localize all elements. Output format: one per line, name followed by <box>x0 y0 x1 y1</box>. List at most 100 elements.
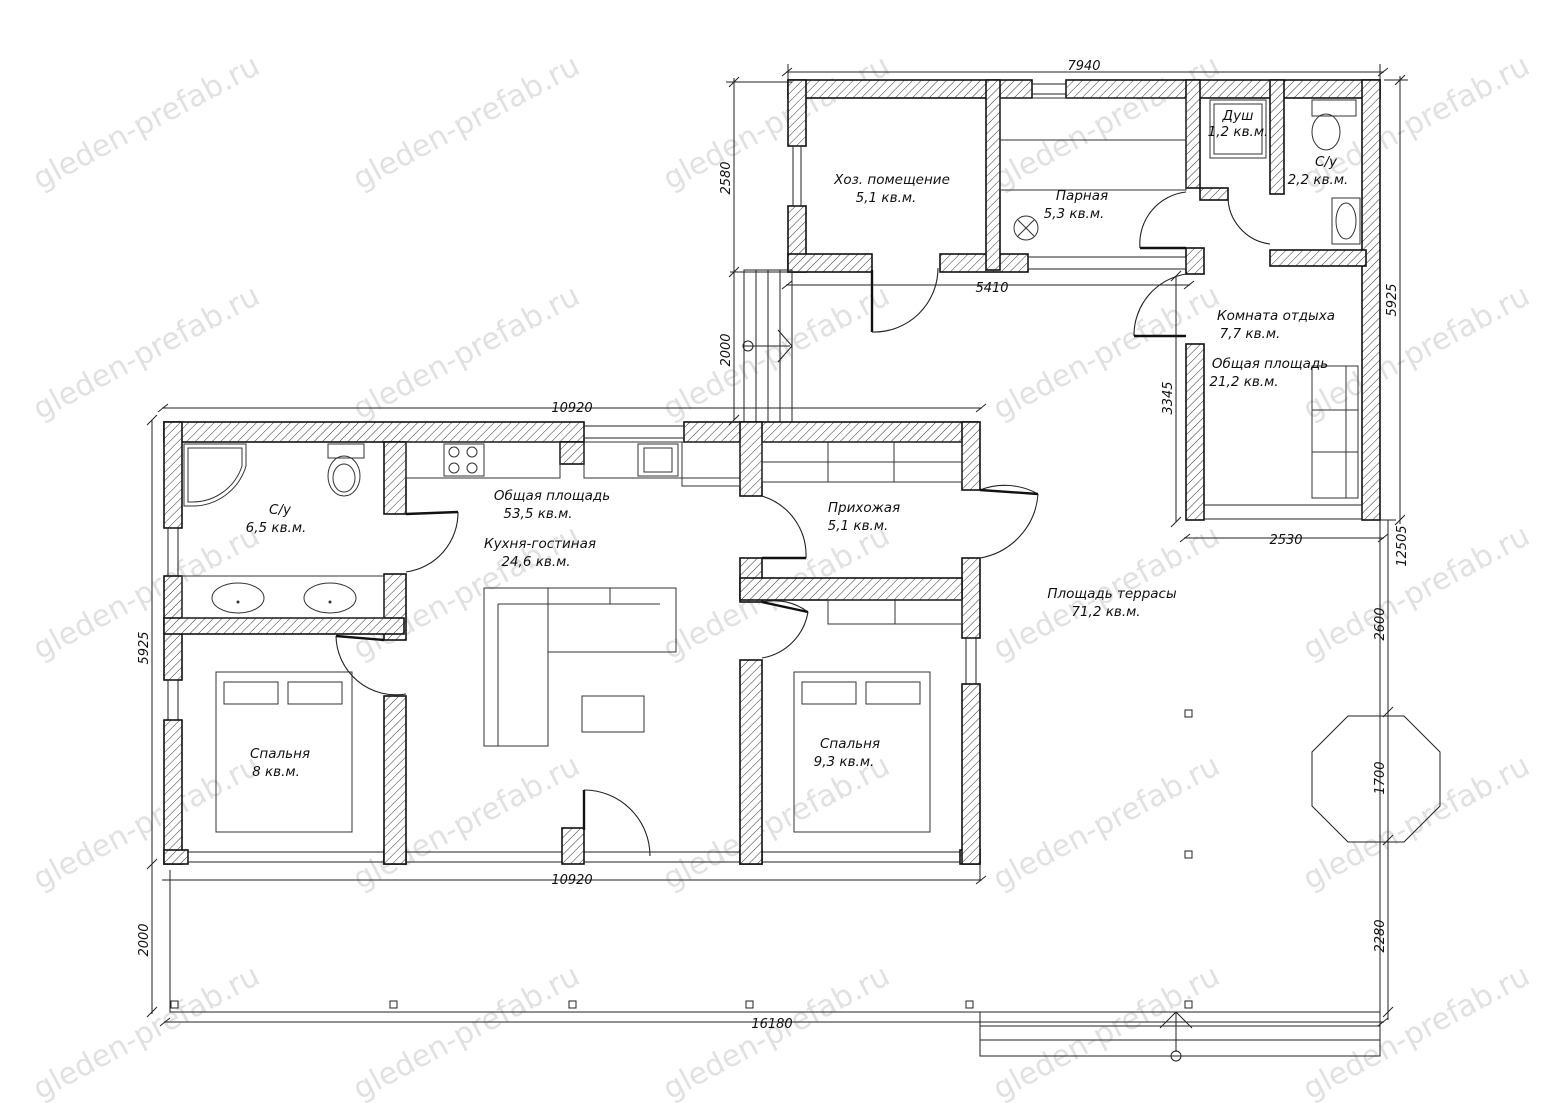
wall <box>739 577 963 601</box>
corner-sofa <box>483 587 677 747</box>
shower-tray-icon <box>1209 99 1267 159</box>
wall <box>739 421 763 497</box>
house-doors <box>335 484 1039 857</box>
banya-fixtures <box>999 97 1361 499</box>
room-name: Кухня-гостиная <box>484 536 596 552</box>
toilet-icon <box>327 443 365 459</box>
wall <box>961 683 981 865</box>
dim-label: 2280 <box>1373 919 1388 952</box>
house-fixtures <box>181 441 963 833</box>
window <box>1203 504 1363 520</box>
window <box>167 679 179 721</box>
watermark: gleden-prefab.ru <box>27 748 265 897</box>
wall <box>383 695 407 865</box>
watermark: gleden-prefab.ru <box>27 958 265 1103</box>
post <box>170 1000 179 1009</box>
dim-label: 10920 <box>551 401 592 416</box>
kitchen-counter <box>583 441 741 479</box>
fridge <box>681 441 741 487</box>
entrance-steps <box>979 1011 1381 1057</box>
wall <box>1185 343 1205 521</box>
room-area: 5,1 кв.м. <box>828 518 889 534</box>
dim-label: 7940 <box>1067 59 1100 74</box>
room-area: 5,3 кв.м. <box>1044 206 1105 222</box>
wall <box>383 441 407 515</box>
wall <box>787 79 807 147</box>
room-area: 1,2 кв.м. <box>1208 124 1269 140</box>
sink-icon <box>303 582 357 614</box>
room-area: 7,7 кв.м. <box>1220 326 1281 342</box>
window <box>1027 256 1187 270</box>
wall <box>561 827 585 865</box>
total-area-name: Общая площадь <box>494 488 610 504</box>
door-swing <box>979 484 1039 495</box>
room-area: 6,5 кв.м. <box>246 520 307 536</box>
dim-label: 16180 <box>751 1017 792 1032</box>
bed-icon <box>793 671 931 833</box>
room-name: С/у <box>269 502 292 518</box>
watermark: gleden-prefab.ru <box>1297 518 1535 667</box>
wall <box>985 79 1001 271</box>
door-swing <box>1139 191 1187 249</box>
watermark: gleden-prefab.ru <box>1297 958 1535 1103</box>
door-swing <box>405 511 459 573</box>
dim-label: 12505 <box>1395 525 1410 566</box>
wall <box>961 421 981 491</box>
door-swing <box>335 635 407 696</box>
post <box>1184 850 1193 859</box>
wall <box>1065 79 1381 99</box>
vanity <box>181 575 385 619</box>
dim-label: 10920 <box>551 873 592 888</box>
terrace-outline <box>169 520 1381 1013</box>
dim-label: 5925 <box>137 631 152 664</box>
sauna-bench <box>999 139 1187 191</box>
watermark: gleden-prefab.ru <box>657 748 895 897</box>
sofa-icon <box>1311 365 1359 499</box>
room-name: Спальня <box>820 736 880 752</box>
stairs <box>742 269 793 423</box>
door-swing <box>979 493 1039 559</box>
total-area-name: Общая площадь <box>1212 356 1328 372</box>
watermark: gleden-prefab.ru <box>1297 748 1535 897</box>
room-name: Хоз. помещение <box>833 172 950 188</box>
watermark: gleden-prefab.ru <box>27 48 265 197</box>
wall <box>1185 79 1201 189</box>
dim-label: 2530 <box>1269 533 1302 548</box>
room-name: Спальня <box>250 746 310 762</box>
wall <box>1185 247 1205 275</box>
window <box>761 851 961 863</box>
wall <box>1269 249 1367 267</box>
door-swing <box>761 611 809 659</box>
room-area: 2,2 кв.м. <box>1288 172 1349 188</box>
room-name: С/у <box>1315 154 1338 170</box>
watermark: gleden-prefab.ru <box>347 748 585 897</box>
dim-label: 5925 <box>1385 283 1400 316</box>
post <box>568 1000 577 1009</box>
wall <box>163 617 405 635</box>
room-name: Прихожая <box>828 500 900 516</box>
banya-walls <box>787 79 1381 521</box>
room-area: 5,1 кв.м. <box>856 190 917 206</box>
wall <box>163 421 585 443</box>
post <box>1184 1000 1193 1009</box>
dim-label: 1700 <box>1373 761 1388 794</box>
wall <box>683 421 979 443</box>
dimension-lines <box>146 64 1408 1027</box>
wall <box>163 849 189 865</box>
window <box>1031 83 1067 95</box>
room-area: 24,6 кв.м. <box>501 554 570 570</box>
post <box>1184 709 1193 718</box>
room-labels: Хоз. помещение 5,1 кв.м. Парная 5,3 кв.м… <box>246 108 1349 780</box>
wall <box>559 441 585 465</box>
room-name: Комната отдыха <box>1217 308 1335 324</box>
window <box>187 851 385 863</box>
total-area-value: 21,2 кв.м. <box>1209 374 1278 390</box>
watermark: gleden-prefab.ru <box>987 748 1225 897</box>
shower-corner-icon <box>183 443 247 507</box>
wall <box>163 719 183 865</box>
watermark: gleden-prefab.ru <box>987 958 1225 1103</box>
wall <box>1361 79 1381 521</box>
wall <box>961 557 981 639</box>
octagon-table <box>1311 715 1441 843</box>
